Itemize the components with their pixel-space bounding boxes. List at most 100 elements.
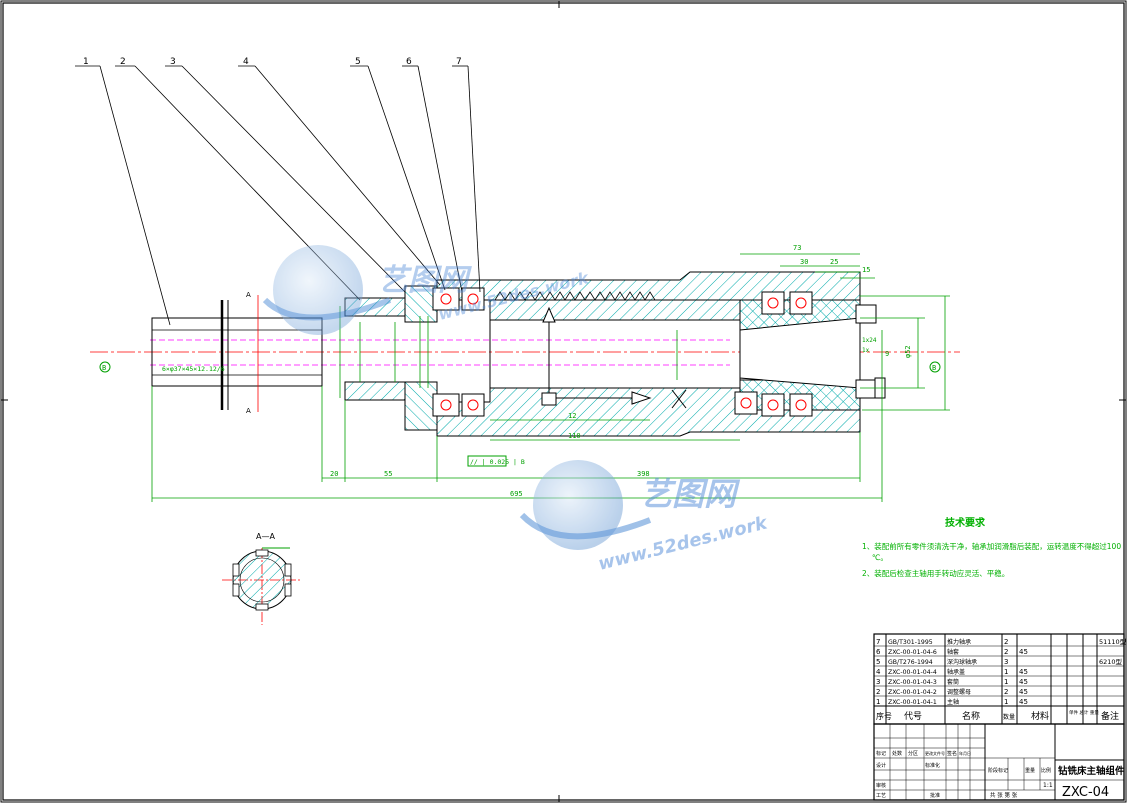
- tolerance-text: // | 0.025 | B: [470, 458, 525, 466]
- feed-arrow-head-right: [631, 391, 652, 405]
- bom-cell-note: 6210型: [1099, 657, 1123, 666]
- adjusting-nut-bottom: [344, 381, 406, 401]
- section-a-label-top: A: [246, 291, 251, 299]
- tech-title: 技术要求: [945, 516, 986, 529]
- bom-cell-qty: 2: [1004, 638, 1008, 646]
- dim-30: 30: [800, 258, 808, 266]
- dim-phi52: φ52: [904, 345, 912, 358]
- drawing-title: 钻铣床主轴组件: [1058, 765, 1125, 777]
- bom-cell-name: 推力轴承: [947, 638, 971, 646]
- bom-cell-name: 调整螺母: [947, 688, 971, 696]
- tb-std: 标准化: [925, 762, 940, 769]
- dim-20: 20: [330, 470, 338, 478]
- bom-cell-code: ZXC-00-01-04-2: [888, 689, 937, 696]
- bom-header-weight: 单件 总计 重量: [1069, 709, 1099, 716]
- bom-cell-code: ZXC-00-01-04-6: [888, 649, 937, 656]
- bom-header-name: 名称: [962, 710, 980, 722]
- tb-approve: 批准: [930, 792, 940, 799]
- svg-text:艺图网: 艺图网: [378, 263, 472, 298]
- drive-key-bottom: [855, 379, 877, 399]
- bom-cell-mat: 45: [1019, 648, 1028, 656]
- dim-1x: 1x: [862, 347, 870, 354]
- sleeve-flange-top: [404, 285, 438, 323]
- tb-stage: 阶段标记: [988, 767, 1008, 774]
- leader-lines: [75, 65, 481, 326]
- bom-cell-qty: 2: [1004, 688, 1008, 696]
- bom-header-note: 备注: [1101, 710, 1119, 722]
- tech-line-1: 1、装配前所有零件须清洗干净，轴承加润滑脂后装配，运转温度不得超过100: [862, 541, 1121, 551]
- tb-ratio: 比例: [1041, 767, 1051, 774]
- bom-cell-qty: 1: [1004, 678, 1008, 686]
- svg-text:www.52des.work: www.52des.work: [596, 512, 770, 575]
- arrow-cross: [671, 389, 687, 409]
- spline-dimension: 6×φ37×45×12.12/6: [162, 365, 225, 373]
- spline-shaft-end: [151, 317, 323, 387]
- tb-scale: 1:1: [1043, 782, 1053, 789]
- bom-cell-mat: 45: [1019, 678, 1028, 686]
- bom-cell-no: 7: [876, 638, 880, 646]
- balloon-7: 7: [456, 57, 462, 67]
- balloon-1: 1: [83, 57, 89, 67]
- dim-1x24: 1x24: [862, 337, 877, 344]
- bom-cell-mat: 45: [1019, 698, 1028, 706]
- bom-header-mat: 材料: [1031, 710, 1049, 722]
- bearings: [432, 287, 813, 417]
- spindle-section-view: A A 6×φ37×45×12.12/6 B B: [75, 57, 960, 502]
- balloon-4: 4: [243, 57, 249, 67]
- balloon-6: 6: [406, 57, 412, 67]
- tb-date: 年月日: [959, 750, 971, 756]
- watermark-logo: 艺图网 www.52des.work: [519, 460, 770, 575]
- section-a-label-bottom: A: [246, 407, 251, 415]
- bom-cell-no: 4: [876, 668, 881, 676]
- title-block-text: 标记 处数 分区 更改文件号 签名 年月日 设计 标准化 审核 工艺 批准 阶段…: [876, 750, 1125, 800]
- bom-cell-name: 深沟球轴承: [947, 658, 977, 666]
- tb-change: 更改文件号: [925, 750, 945, 756]
- tb-review: 审核: [876, 782, 886, 789]
- tolerance-frame: [467, 455, 507, 467]
- bom-cell-qty: 1: [1004, 668, 1008, 676]
- bom-cell-code: ZXC-00-01-04-4: [888, 669, 937, 676]
- bom-cell-mat: 45: [1019, 688, 1028, 696]
- bom-header-code: 代号: [904, 711, 922, 722]
- bom-cell-mat: 45: [1019, 668, 1028, 676]
- tb-sheets: 共 张 第 张: [990, 791, 1018, 799]
- bom-cell-name: 轴承盖: [947, 668, 965, 676]
- bom-cell-name: 套筒: [947, 678, 959, 686]
- datum-b-label-right: B: [932, 364, 936, 372]
- dim-398: 398: [637, 470, 650, 478]
- tech-line-2: 2、装配后检查主轴用手转动应灵活、平稳。: [862, 568, 1009, 578]
- dim-12: 12: [568, 412, 576, 420]
- feed-arrow-head: [542, 306, 556, 323]
- technical-requirements: 技术要求 1、装配前所有零件须清洗干净，轴承加润滑脂后装配，运转温度不得超过10…: [862, 516, 1121, 578]
- dim-25: 25: [830, 258, 838, 266]
- bom-cell-qty: 2: [1004, 648, 1008, 656]
- dim-73: 73: [793, 244, 801, 252]
- balloon-5: 5: [355, 57, 361, 67]
- section-a-a-title: A—A: [256, 532, 275, 541]
- datum-b-circle-left: [99, 361, 111, 373]
- bom-cell-code: ZXC-00-01-04-1: [888, 699, 937, 706]
- datum-b-circle-right: [929, 361, 941, 373]
- bom-header-qty: 数量: [1003, 713, 1015, 721]
- bom-cell-code: ZXC-00-01-04-3: [888, 679, 937, 686]
- balloon-2: 2: [120, 57, 126, 67]
- taper-bore: [739, 317, 861, 389]
- tb-process: 工艺: [876, 793, 886, 799]
- arrow-box: [541, 392, 557, 406]
- dim-9: 9: [885, 350, 889, 358]
- bom-header-no: 序号: [876, 711, 892, 721]
- tb-weight: 重量: [1025, 767, 1035, 774]
- bom-cell-name: 轴套: [947, 648, 959, 656]
- bom-cell-code: GB/T301-1995: [888, 639, 933, 646]
- datum-b-label-left: B: [102, 364, 106, 372]
- tech-line-1b: ℃。: [872, 553, 888, 562]
- dim-55: 55: [384, 470, 392, 478]
- bom-cell-no: 3: [876, 678, 880, 686]
- bom-cell-qty: 1: [1004, 698, 1008, 706]
- tb-design: 设计: [876, 762, 886, 769]
- dim-110: 110: [568, 432, 581, 440]
- section-a-a-view: A—A: [222, 532, 302, 625]
